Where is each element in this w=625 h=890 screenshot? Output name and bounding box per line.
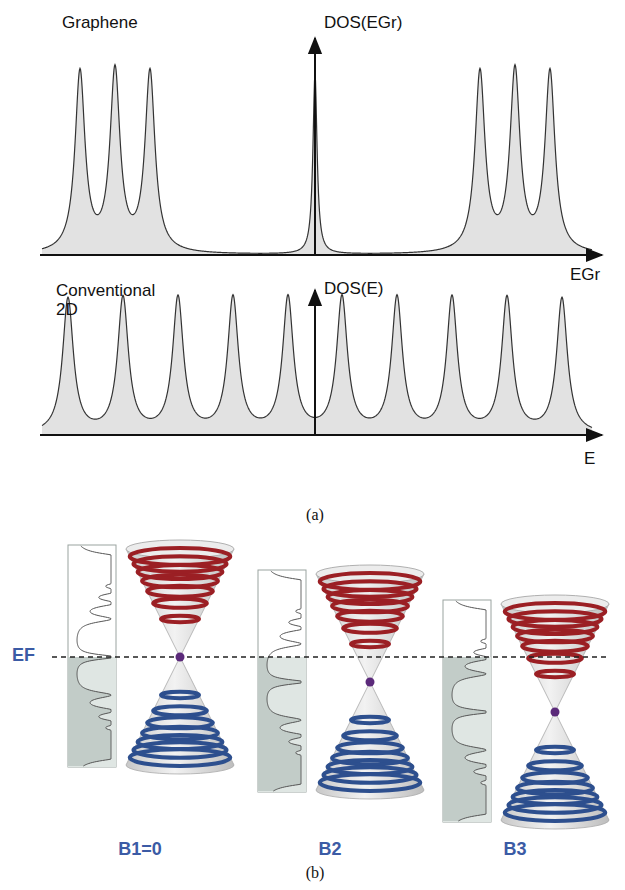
graphene-dos-plot <box>42 65 592 255</box>
dos-fill <box>42 65 592 255</box>
dirac-point <box>551 708 560 717</box>
dirac-point <box>176 653 185 662</box>
landau-level-ring <box>130 749 231 766</box>
dos-inset <box>68 545 116 767</box>
axis-label: Graphene <box>62 14 138 33</box>
field-label: B3 <box>503 840 526 860</box>
landau-level-ring <box>153 706 207 715</box>
landau-level-ring <box>528 761 582 770</box>
landau-level-ring <box>161 692 199 698</box>
energy-axis <box>40 434 602 436</box>
landau-level-ring <box>130 548 231 565</box>
fermi-level-line <box>52 656 606 658</box>
dos-fill <box>42 295 592 435</box>
dos-curve <box>42 295 592 428</box>
dos-inset <box>258 570 306 792</box>
landau-level-ring <box>528 654 582 663</box>
panel-label: (a) <box>306 506 324 524</box>
field-label: EF <box>12 646 35 666</box>
axis-label: DOS(EGr) <box>324 14 402 33</box>
panel-label: (b) <box>306 864 325 882</box>
axis-label: E <box>584 450 595 469</box>
landau-level-ring <box>320 774 421 791</box>
dirac-cones <box>68 540 609 829</box>
landau-level-ring <box>505 603 606 620</box>
landau-level-ring <box>536 671 574 677</box>
landau-level-ring <box>320 573 421 590</box>
field-label: B2 <box>318 840 341 860</box>
landau-level-ring <box>161 616 199 622</box>
axis-label: EGr <box>570 266 600 285</box>
dirac-cone <box>501 595 609 829</box>
dos-inset <box>443 600 491 822</box>
dirac-point <box>366 678 375 687</box>
conventional-dos-plot <box>42 295 592 435</box>
dos-axis <box>314 290 316 435</box>
landau-level-ring <box>505 804 606 821</box>
energy-axis <box>40 254 602 256</box>
dos-curve <box>42 65 592 254</box>
landau-level-ring <box>343 731 397 740</box>
axis-label: DOS(E) <box>324 280 384 299</box>
dirac-cone <box>316 565 424 799</box>
landau-level-ring <box>536 747 574 753</box>
field-label: B1=0 <box>118 840 162 860</box>
landau-level-ring <box>351 641 389 647</box>
dirac-points <box>176 653 560 717</box>
dos-axis <box>314 38 316 255</box>
landau-level-ring <box>343 624 397 633</box>
axis-label: Conventional 2D <box>56 282 166 319</box>
landau-level-ring <box>153 599 207 608</box>
landau-level-ring <box>351 717 389 723</box>
